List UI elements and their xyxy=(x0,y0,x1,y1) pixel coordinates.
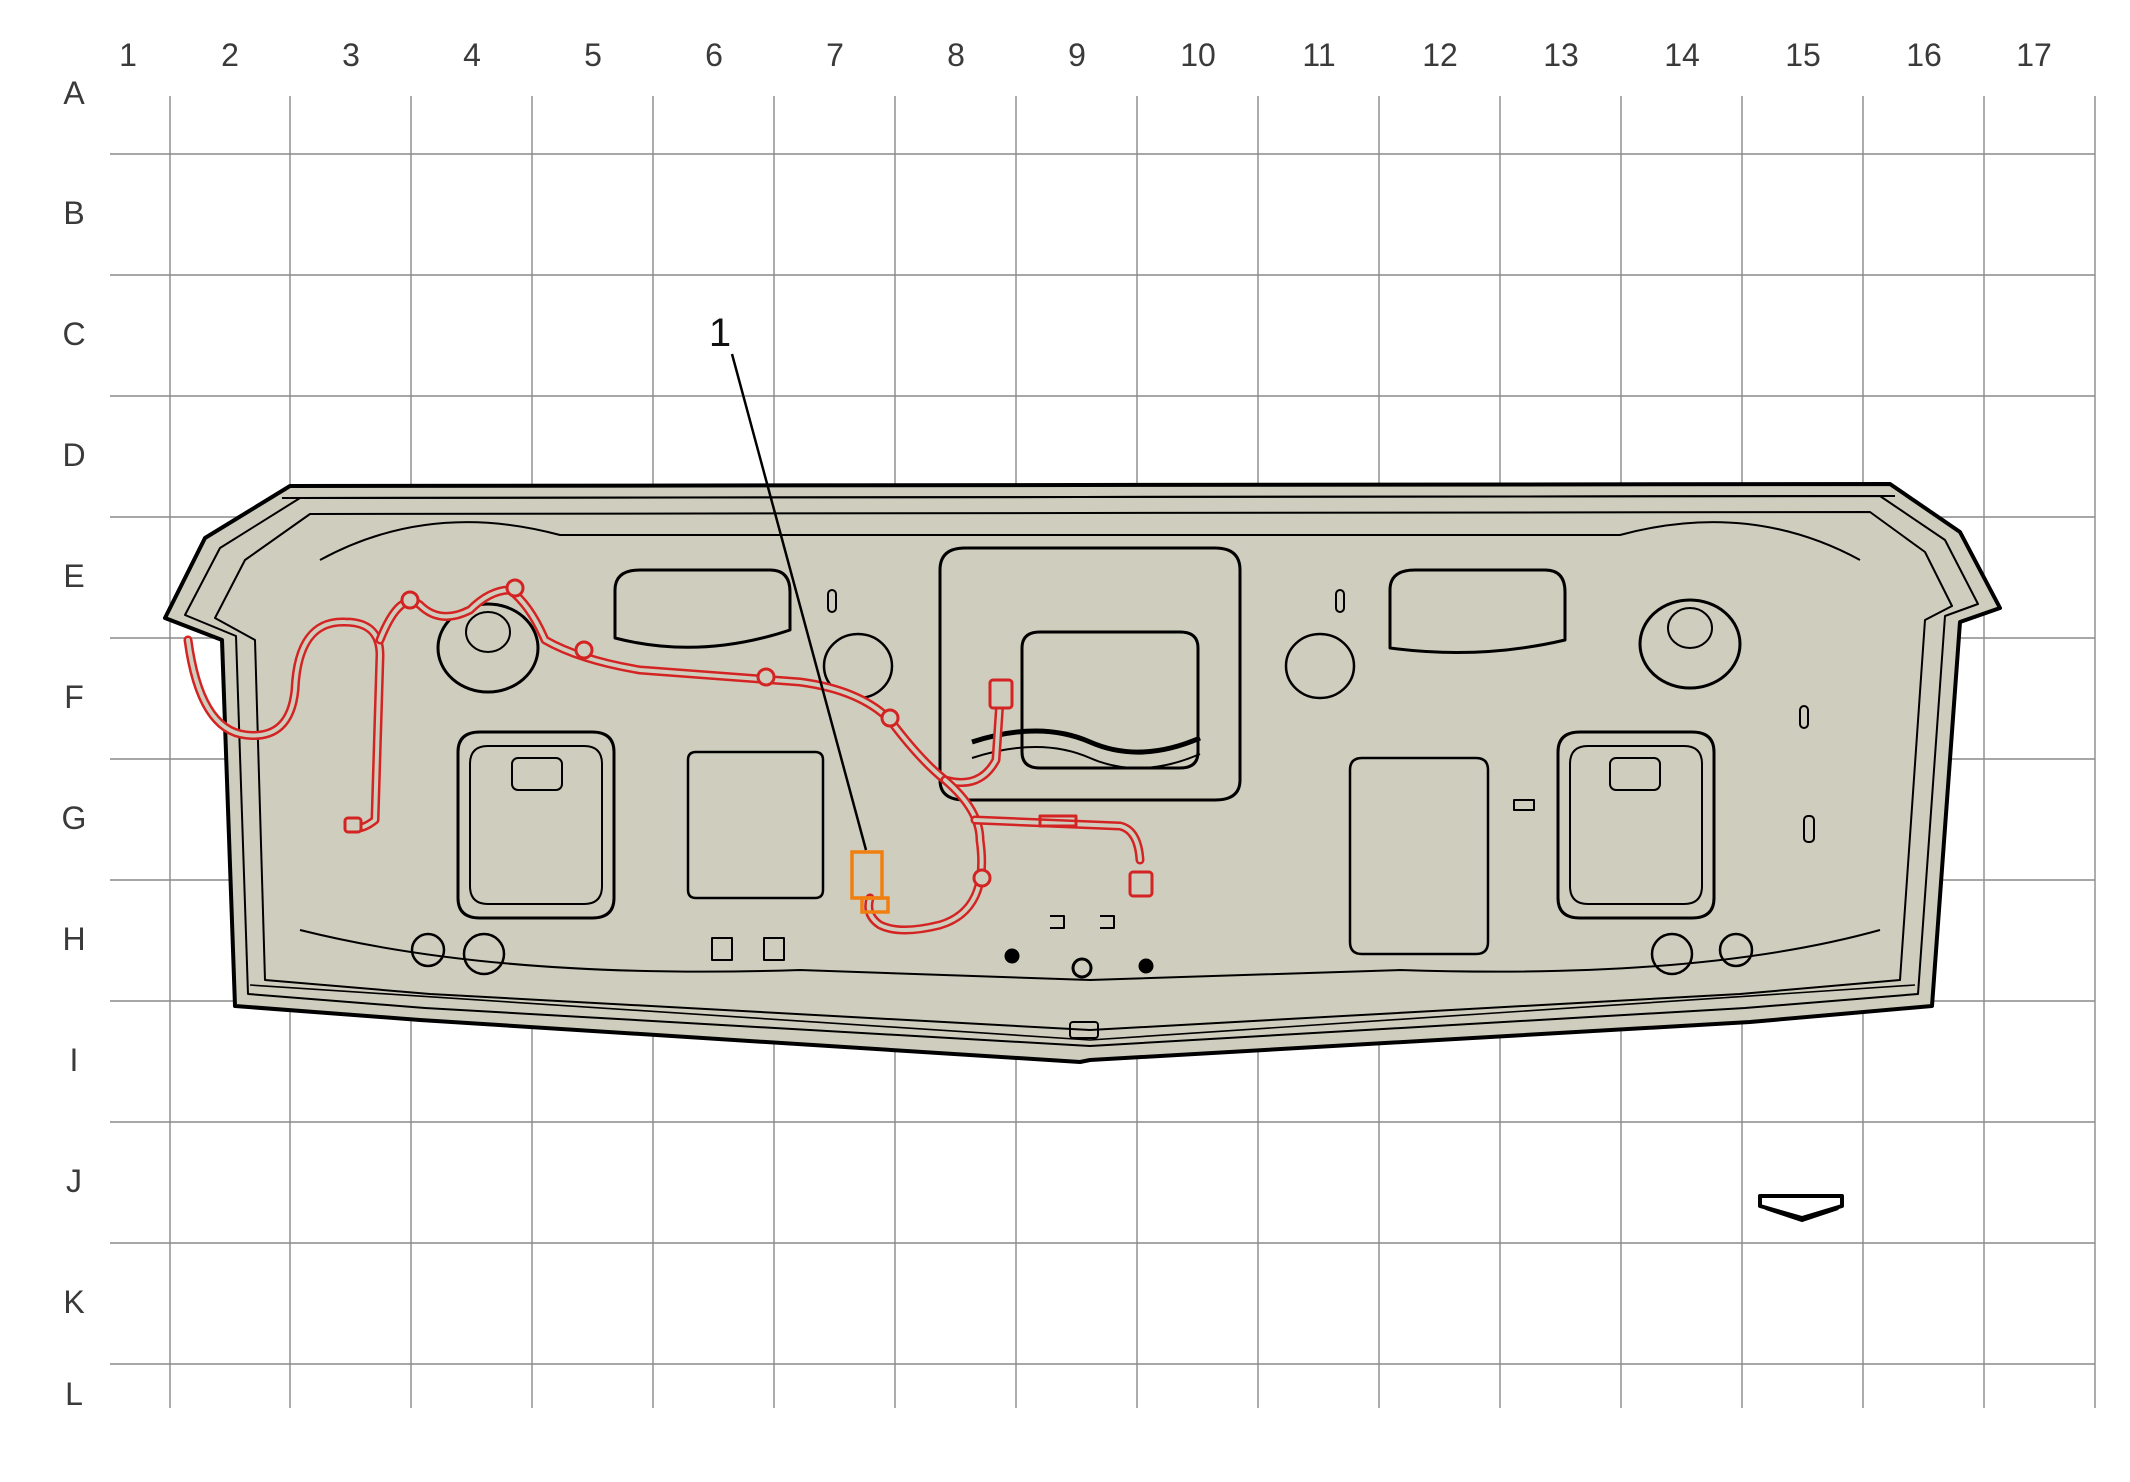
row-label-e: E xyxy=(63,558,84,594)
harness-clip-5 xyxy=(880,708,900,728)
upper-pocket-right xyxy=(1388,568,1567,654)
row-label-k: K xyxy=(63,1284,84,1320)
connector-right xyxy=(1128,870,1154,898)
col-label-9: 9 xyxy=(1068,37,1086,73)
rear-panel xyxy=(163,482,2002,1064)
row-label-c: C xyxy=(62,316,85,352)
bottom-trim-line xyxy=(249,984,1916,1041)
row-label-a: A xyxy=(63,75,85,111)
row-labels: A B C D E F G H I J K L xyxy=(62,75,87,1412)
clip-notch-1 xyxy=(1050,915,1065,929)
center-cutout-inner xyxy=(1020,630,1200,770)
row-label-g: G xyxy=(62,800,87,836)
square-hole-1 xyxy=(711,937,733,961)
slot-hole-4 xyxy=(1803,815,1815,843)
col-label-6: 6 xyxy=(705,37,723,73)
speaker-opening-right-inner xyxy=(1667,607,1713,649)
col-label-2: 2 xyxy=(221,37,239,73)
col-label-10: 10 xyxy=(1180,37,1216,73)
col-label-11: 11 xyxy=(1302,37,1335,73)
harness-clip-3 xyxy=(574,640,594,660)
clip-notch-2 xyxy=(1100,915,1115,929)
access-plate-right xyxy=(1348,756,1490,956)
slot-hole-5 xyxy=(1513,799,1535,811)
harness-clip-4 xyxy=(756,667,776,687)
harness-main-branch-core xyxy=(186,619,382,830)
col-label-4: 4 xyxy=(463,37,481,73)
row-label-d: D xyxy=(62,437,85,473)
row-label-h: H xyxy=(62,921,85,957)
column-labels: 1 2 3 4 5 6 7 8 9 10 11 12 13 14 15 16 1… xyxy=(119,37,2052,73)
slot-hole-1 xyxy=(827,589,837,613)
round-hole-right xyxy=(1284,632,1356,700)
left-window-inner xyxy=(469,745,603,905)
callout-1-leader xyxy=(730,353,868,851)
row-label-j: J xyxy=(66,1163,82,1199)
col-label-17: 17 xyxy=(2016,37,2052,73)
panel-top-lip xyxy=(281,495,1896,499)
col-label-13: 13 xyxy=(1543,37,1579,73)
col-label-3: 3 xyxy=(342,37,360,73)
right-window-tab xyxy=(1609,757,1661,791)
col-label-5: 5 xyxy=(584,37,602,73)
bottom-latch xyxy=(1069,1021,1099,1039)
col-label-15: 15 xyxy=(1785,37,1821,73)
fastener-2 xyxy=(1071,957,1093,979)
connector-center xyxy=(988,678,1014,710)
col-label-12: 12 xyxy=(1422,37,1458,73)
wiring-harness xyxy=(183,578,1154,935)
row-label-l: L xyxy=(65,1376,83,1412)
slot-hole-3 xyxy=(1799,705,1809,729)
fastener-1 xyxy=(1004,948,1020,964)
callout-1-number: 1 xyxy=(709,311,731,355)
speaker-opening-right xyxy=(1638,598,1742,690)
highlighted-module-plug xyxy=(860,896,890,914)
harness-clip-6 xyxy=(972,868,992,888)
col-label-14: 14 xyxy=(1664,37,1700,73)
slot-hole-2 xyxy=(1335,589,1345,613)
center-cutout-wave xyxy=(971,728,1201,755)
right-window-outer xyxy=(1556,730,1716,920)
access-plate-left xyxy=(686,750,825,900)
center-cutout-outer xyxy=(938,546,1242,802)
highlighted-module xyxy=(850,850,890,914)
row-label-f: F xyxy=(64,679,84,715)
panel-outline xyxy=(163,482,2002,1064)
grommet-right-1 xyxy=(1650,932,1694,976)
connector-left xyxy=(343,816,363,834)
col-label-16: 16 xyxy=(1906,37,1942,73)
row-label-i: I xyxy=(70,1042,79,1078)
upper-trim-line xyxy=(319,521,1861,561)
center-cutout-wave-2 xyxy=(971,746,1201,770)
panel-inner-rim-2 xyxy=(214,511,1953,1031)
col-label-1: 1 xyxy=(119,37,137,73)
row-label-b: B xyxy=(63,195,84,231)
left-window-tab xyxy=(511,757,563,791)
speaker-opening-left-inner xyxy=(465,611,511,653)
callout-1: 1 xyxy=(709,311,868,851)
col-label-8: 8 xyxy=(947,37,965,73)
lower-trim-line xyxy=(299,929,1881,981)
fastener-3 xyxy=(1138,958,1154,974)
upper-pocket-left xyxy=(613,568,792,649)
speaker-opening-left xyxy=(436,602,540,694)
right-window-inner xyxy=(1569,745,1703,905)
grommet-left-1 xyxy=(410,932,446,968)
left-window-outer xyxy=(456,730,616,920)
harness-bracket xyxy=(1038,814,1078,828)
harness-right-branch-core xyxy=(973,818,1142,862)
front-arrow-icon xyxy=(1758,1194,1844,1223)
grommet-right-2 xyxy=(1718,932,1754,968)
harness-clip-2 xyxy=(505,578,525,598)
grommet-left-2 xyxy=(462,932,506,976)
harness-clip-1 xyxy=(400,590,420,610)
square-hole-2 xyxy=(763,937,785,961)
col-label-7: 7 xyxy=(826,37,844,73)
